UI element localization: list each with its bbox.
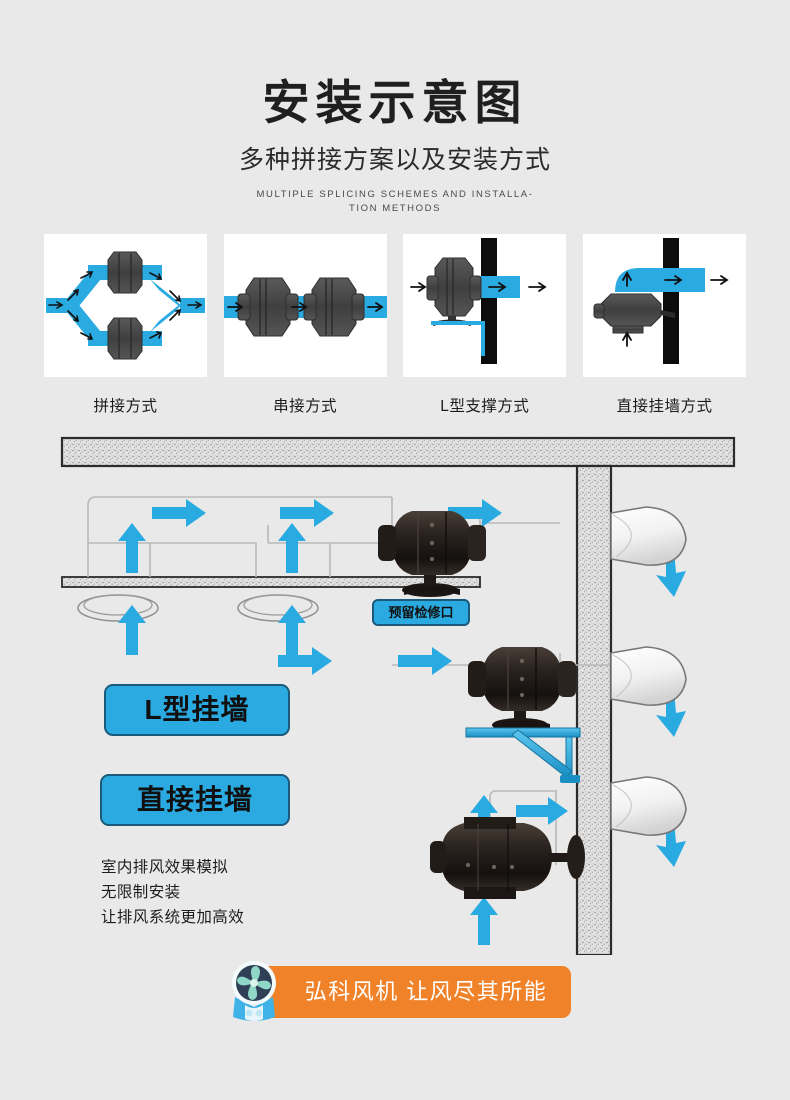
page-header: 安装示意图 多种拼接方案以及安装方式 MULTIPLE SPLICING SCH… <box>0 0 790 215</box>
card-diagram-series <box>223 234 387 377</box>
card-label-series: 串接方式 <box>273 398 338 415</box>
footer-slogan-text: 弘科风机 让风尽其所能 <box>304 979 548 1004</box>
wall-hood-2 <box>610 646 687 706</box>
wall-hood-1 <box>610 506 687 566</box>
inline-fan-1 <box>378 511 486 597</box>
card-label-direct-wall: 直接挂墙方式 <box>616 398 713 415</box>
english-line-1: MULTIPLE SPLICING SCHEMES AND INSTALLA- <box>256 188 534 200</box>
badge-l-wall-mount: L型挂墙 <box>104 684 290 736</box>
card-direct-wall-method[interactable]: 直接挂墙方式 <box>582 234 746 416</box>
footer-slogan-banner: 弘科风机 让风尽其所能 <box>259 966 571 1018</box>
arrow-down-hood-1 <box>656 549 686 597</box>
arrow-right-3 <box>448 499 502 527</box>
card-diagram-l-bracket <box>403 234 567 377</box>
arrow-up-2 <box>278 523 306 573</box>
arrow-up-bottom-2 <box>470 897 498 945</box>
inline-fan-3 <box>430 817 585 899</box>
badge-inspection-port: 预留检修口 <box>372 599 470 626</box>
wall-column <box>575 464 613 955</box>
card-l-bracket-method[interactable]: L型支撑方式 <box>403 234 567 416</box>
page-subtitle: 多种拼接方案以及安装方式 <box>238 145 551 174</box>
dropped-ceiling <box>61 576 481 588</box>
arrow-up-room-2 <box>278 605 306 655</box>
feature-notes: 室内排风效果模拟 无限制安装 让排风系统更加高效 <box>101 855 244 930</box>
ceiling-vent-1 <box>77 594 159 622</box>
arrow-right-bottom <box>516 797 568 825</box>
arrow-right-mid-2 <box>398 647 452 675</box>
arrow-up-room-1 <box>118 605 146 655</box>
card-diagram-splicing <box>44 234 207 377</box>
page-title: 安装示意图 <box>262 76 528 129</box>
arrow-up-1 <box>118 523 146 573</box>
badge-direct-wall-mount: 直接挂墙 <box>100 774 290 826</box>
card-label-l-bracket: L型支撑方式 <box>440 398 530 415</box>
note-line-3: 让排风系统更加高效 <box>101 909 245 927</box>
installation-scene-illustration <box>0 425 790 955</box>
ceiling-vent-2 <box>237 594 319 622</box>
note-line-1: 室内排风效果模拟 <box>101 859 229 876</box>
airflow-arrows <box>118 499 686 945</box>
arrow-down-hood-3 <box>656 819 686 867</box>
ceiling-slab <box>60 436 736 468</box>
english-line-2: TION METHODS <box>348 202 442 214</box>
card-series-method[interactable]: 串接方式 <box>223 234 387 416</box>
arrow-right-mid <box>278 647 332 675</box>
note-line-2: 无限制安装 <box>101 884 181 902</box>
arrow-right-1 <box>152 499 206 527</box>
l-bracket-support <box>465 727 581 783</box>
installation-method-cards: 拼接方式 <box>44 234 746 416</box>
arrow-right-2 <box>280 499 334 527</box>
page-subtitle-english: MULTIPLE SPLICING SCHEMES AND INSTALLA- … <box>0 188 790 216</box>
inline-fan-2 <box>468 647 576 732</box>
card-label-splicing: 拼接方式 <box>93 398 158 415</box>
card-diagram-direct-wall <box>582 234 746 377</box>
arrow-down-hood-2 <box>656 689 686 737</box>
card-splicing-method[interactable]: 拼接方式 <box>44 234 207 416</box>
wall-hood-3 <box>610 776 687 836</box>
fan-mascot-icon <box>223 957 285 1023</box>
